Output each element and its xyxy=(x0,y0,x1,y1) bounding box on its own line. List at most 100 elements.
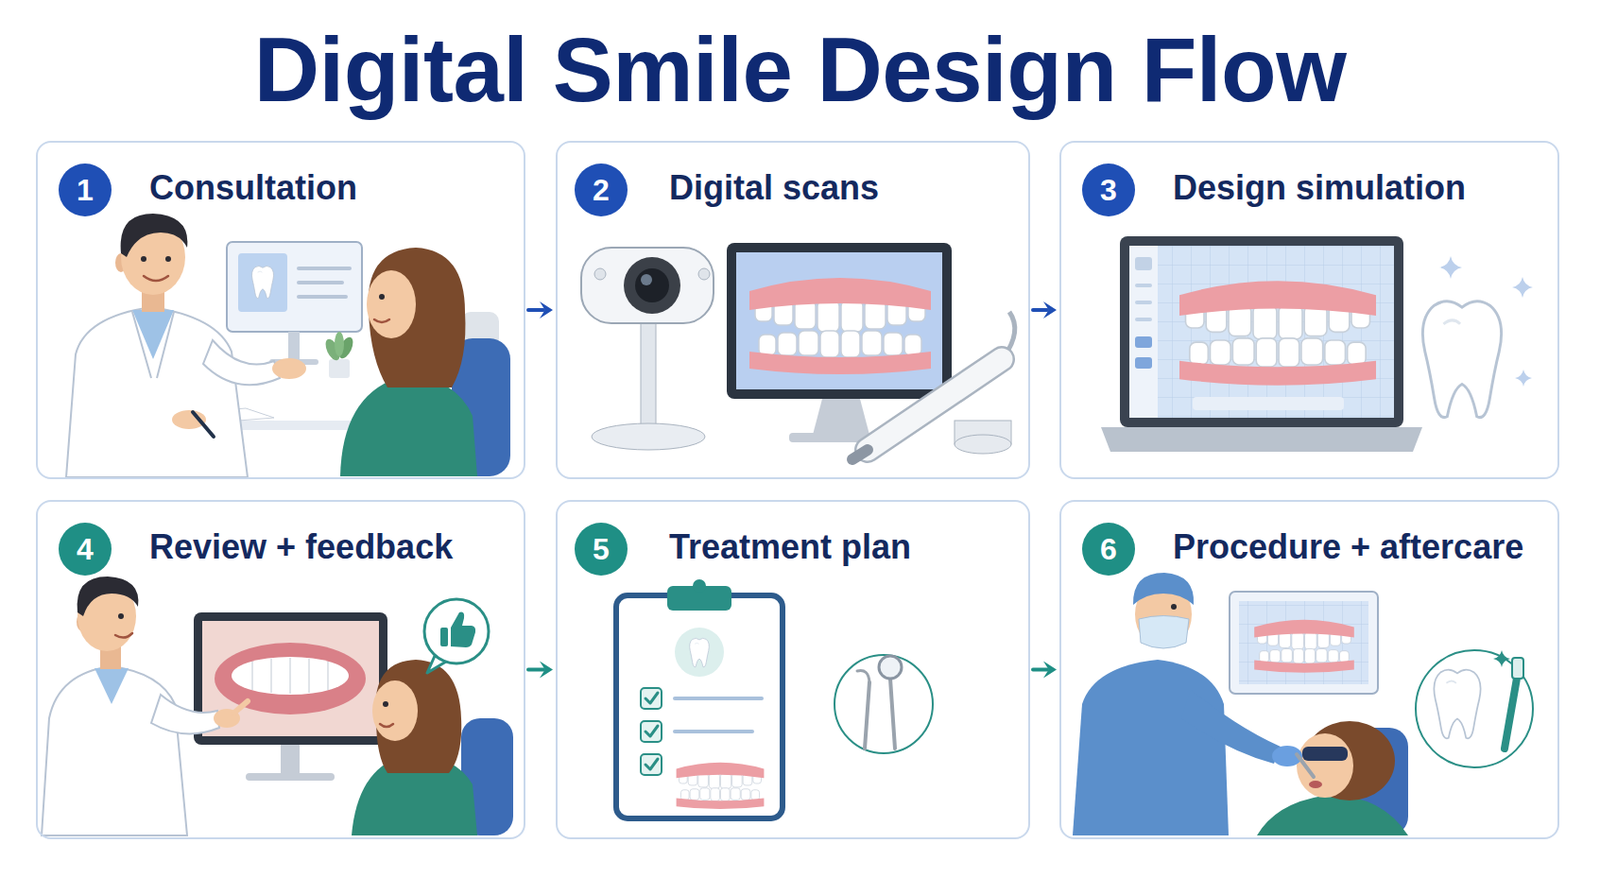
title-bar: Digital Smile Design Flow xyxy=(0,13,1600,127)
arrow-shaft xyxy=(528,668,544,672)
laptop-illustration-part xyxy=(1135,257,1153,369)
procedure-illustration-part xyxy=(1433,670,1480,740)
arrow-head xyxy=(539,301,553,319)
review-illustration-part xyxy=(202,620,379,737)
consultation-illustration-part xyxy=(366,270,416,339)
step-number: 5 xyxy=(592,533,610,565)
procedure-illustration-part xyxy=(1415,650,1533,768)
scanner-illustration-part xyxy=(812,398,870,435)
heading-row: Digital scans xyxy=(669,161,1019,215)
consultation-illustration-part xyxy=(334,331,345,357)
card-grounds-part xyxy=(35,499,526,840)
diagram-title: Digital Smile Design Flow xyxy=(254,19,1347,121)
arrow-head xyxy=(1043,661,1057,679)
laptop-illustration-part xyxy=(1514,369,1532,387)
treatment-plan-illustration-part-part xyxy=(640,688,662,709)
treatment-plan-illustration-part-part xyxy=(674,729,753,734)
review-illustration-part xyxy=(94,668,129,705)
step-heading: Design simulation xyxy=(1172,168,1466,207)
laptop-illustration-part xyxy=(1129,245,1394,418)
review-illustration-part xyxy=(382,701,389,707)
treatment-plan-illustration-part-part xyxy=(640,754,662,775)
review-illustration-part xyxy=(450,612,476,648)
scanner-illustration-part xyxy=(591,423,706,450)
review-illustration-part xyxy=(424,599,489,664)
step-number: 1 xyxy=(76,174,94,206)
treatment-plan-illustration-part xyxy=(864,682,870,749)
consultation-illustration-part-part xyxy=(298,294,346,299)
treatment-plan-illustration-part-part xyxy=(645,692,658,704)
consultation-illustration-part xyxy=(143,275,169,281)
review-illustration-part-part xyxy=(289,657,292,694)
review-illustration-part xyxy=(440,627,448,647)
flow-arrow xyxy=(528,301,553,319)
scanner-illustration-part xyxy=(640,323,656,428)
step-number: 3 xyxy=(1100,174,1118,206)
procedure-illustration-part xyxy=(1133,572,1194,605)
review-illustration-part-part xyxy=(270,658,273,693)
procedure-illustration-part xyxy=(1256,795,1409,836)
treatment-plan-illustration-part xyxy=(676,762,765,809)
procedure-illustration-part xyxy=(1138,616,1189,650)
step-number: 2 xyxy=(592,174,610,206)
consultation-illustration-part xyxy=(272,358,307,379)
treatment-plan-illustration-part-part xyxy=(645,758,658,770)
consultation-illustration-part xyxy=(192,412,214,437)
heading-row: Design simulation xyxy=(1172,161,1549,215)
consultation-illustration-part xyxy=(203,340,280,385)
step-heading: Treatment plan xyxy=(669,527,912,567)
review-illustration-part xyxy=(151,694,220,734)
arrow-head xyxy=(1043,301,1057,319)
procedure-illustration-part xyxy=(1296,754,1314,777)
laptop-illustration-part-part xyxy=(1135,257,1153,271)
scanner-illustration-part xyxy=(954,434,1012,454)
step-number-badge: 4 xyxy=(58,522,112,576)
treatment-plan-illustration-part xyxy=(834,654,933,754)
consultation-illustration-part xyxy=(374,319,390,323)
step-number-badge: 3 xyxy=(1082,163,1136,217)
flow-arrow xyxy=(1032,661,1057,679)
treatment-plan-illustration xyxy=(616,579,933,819)
consultation-illustration-part xyxy=(120,213,189,258)
scanner-illustration-part xyxy=(867,359,1002,450)
step-number-badge: 2 xyxy=(574,163,628,217)
laptop-illustration-part-part xyxy=(1135,336,1153,348)
review-illustration-part xyxy=(280,744,300,774)
card-grounds-part xyxy=(555,140,1031,480)
arrow-shaft xyxy=(1032,668,1048,672)
procedure-illustration-part xyxy=(1302,746,1348,761)
consultation-illustration-part xyxy=(251,265,274,298)
treatment-plan-illustration-part xyxy=(674,627,724,677)
scanner-illustration-part xyxy=(581,247,714,324)
review-illustration xyxy=(41,576,514,836)
treatment-plan-illustration-part xyxy=(878,655,902,679)
treatment-plan-illustration-part-part xyxy=(645,725,658,737)
step-card: Treatment plan 5 xyxy=(555,499,1031,840)
consultation-illustration-part xyxy=(66,307,248,478)
procedure-illustration-part xyxy=(1296,733,1354,798)
scanner-illustration-part xyxy=(867,359,1002,450)
review-illustration-part xyxy=(231,656,349,695)
scanner-illustration-part xyxy=(635,268,670,303)
laptop-illustration-part-part xyxy=(1135,283,1153,288)
treatment-plan-illustration-part xyxy=(890,678,895,749)
arrow-shaft xyxy=(528,308,544,312)
heading-row: Review + feedback xyxy=(149,520,515,574)
step-card: Design simulation 3 xyxy=(1059,140,1560,480)
scanner-illustration-part xyxy=(623,257,681,314)
procedure-illustration-part xyxy=(1072,659,1229,836)
review-illustration-part xyxy=(372,680,418,741)
scanner-illustration-part xyxy=(698,268,710,280)
procedure-illustration-part xyxy=(1254,619,1355,673)
procedure-illustration-part xyxy=(1504,672,1518,749)
laptop-illustration-part xyxy=(1439,256,1463,279)
scanner-illustration-part xyxy=(594,268,606,280)
procedure-illustration-part xyxy=(1238,601,1369,685)
treatment-plan-illustration-part xyxy=(692,579,706,593)
treatment-plan-illustration-part-part xyxy=(640,721,662,742)
procedure-illustration-part xyxy=(1512,657,1524,679)
card-grounds-part xyxy=(1059,140,1560,480)
treatment-plan-illustration-part xyxy=(674,698,762,732)
procedure-illustration-part xyxy=(1308,780,1323,789)
